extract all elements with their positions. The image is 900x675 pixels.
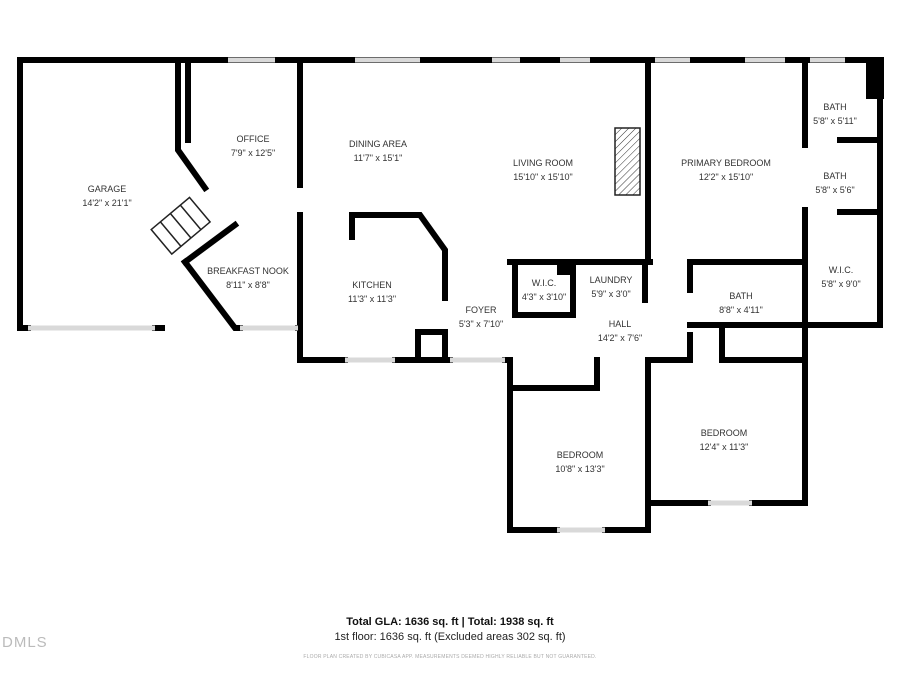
fireplace (614, 127, 641, 196)
room-wic-primary: W.I.C.5'8" x 9'0" (821, 265, 861, 289)
windows (28, 57, 845, 533)
disclaimer: FLOOR PLAN CREATED BY CUBICASA APP. MEAS… (303, 654, 597, 660)
room-wic: W.I.C.4'3" x 3'10" (521, 278, 567, 302)
dmls-logo: DMLS (2, 634, 48, 651)
stairs (150, 196, 212, 256)
walls (17, 57, 884, 533)
floor-area: 1st floor: 1636 sq. ft (Excluded areas 3… (334, 631, 566, 643)
total-area: Total GLA: 1636 sq. ft | Total: 1938 sq.… (346, 616, 554, 628)
